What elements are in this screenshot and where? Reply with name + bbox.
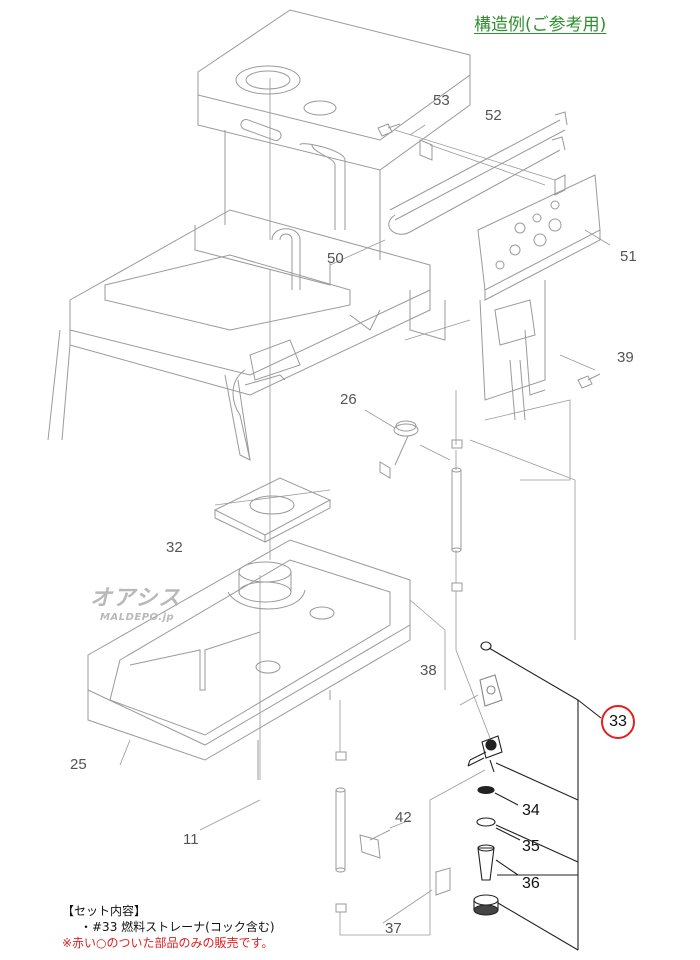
upper-frame (47, 9, 471, 461)
part-label-11: 11 (183, 831, 199, 848)
part-label-32: 32 (166, 539, 183, 556)
watermark-sub: MALDEPO.jp (100, 612, 175, 623)
leader-lines (119, 78, 611, 936)
part-label-34: 34 (522, 802, 540, 819)
notes-warning: ※赤い○のついた部品のみの販売です。 (62, 936, 274, 950)
bracket-panel (477, 174, 601, 421)
site-watermark: オアシス MALDEPO.jp (90, 580, 181, 623)
watermark-main: オアシス (90, 586, 182, 611)
part-label-38: 38 (420, 662, 437, 679)
notes-heading: 【セット内容】 (62, 904, 147, 918)
bolts (377, 123, 601, 389)
fuel-strainer-assembly (467, 641, 602, 951)
part-label-51: 51 (620, 248, 637, 265)
part-label-25: 25 (70, 756, 87, 773)
part-label-35: 35 (522, 838, 540, 855)
fuel-gauge (379, 420, 419, 479)
part-label-42: 42 (395, 809, 412, 826)
gasket (213, 477, 332, 543)
part-label-52: 52 (485, 107, 502, 124)
notes-item: ・#33 燃料ストレーナ(コック含む) (80, 920, 275, 934)
part-label-50: 50 (327, 250, 344, 267)
fuel-tank (87, 539, 411, 780)
part-label-53: 53 (433, 92, 450, 109)
part-label-26: 26 (340, 391, 357, 408)
diagram-title: 構造例(ご参考用) (474, 15, 607, 35)
part-label-37: 37 (385, 920, 402, 937)
part-label-36: 36 (522, 875, 540, 892)
control-rods (388, 111, 568, 235)
set-contents-notes: 【セット内容】 ・#33 燃料ストレーナ(コック含む) ※赤い○のついた部品のみ… (62, 903, 275, 951)
part-label-33-highlighted: 33 (601, 705, 635, 739)
hoses-and-clamps (335, 439, 463, 913)
part-label-39: 39 (617, 349, 634, 366)
